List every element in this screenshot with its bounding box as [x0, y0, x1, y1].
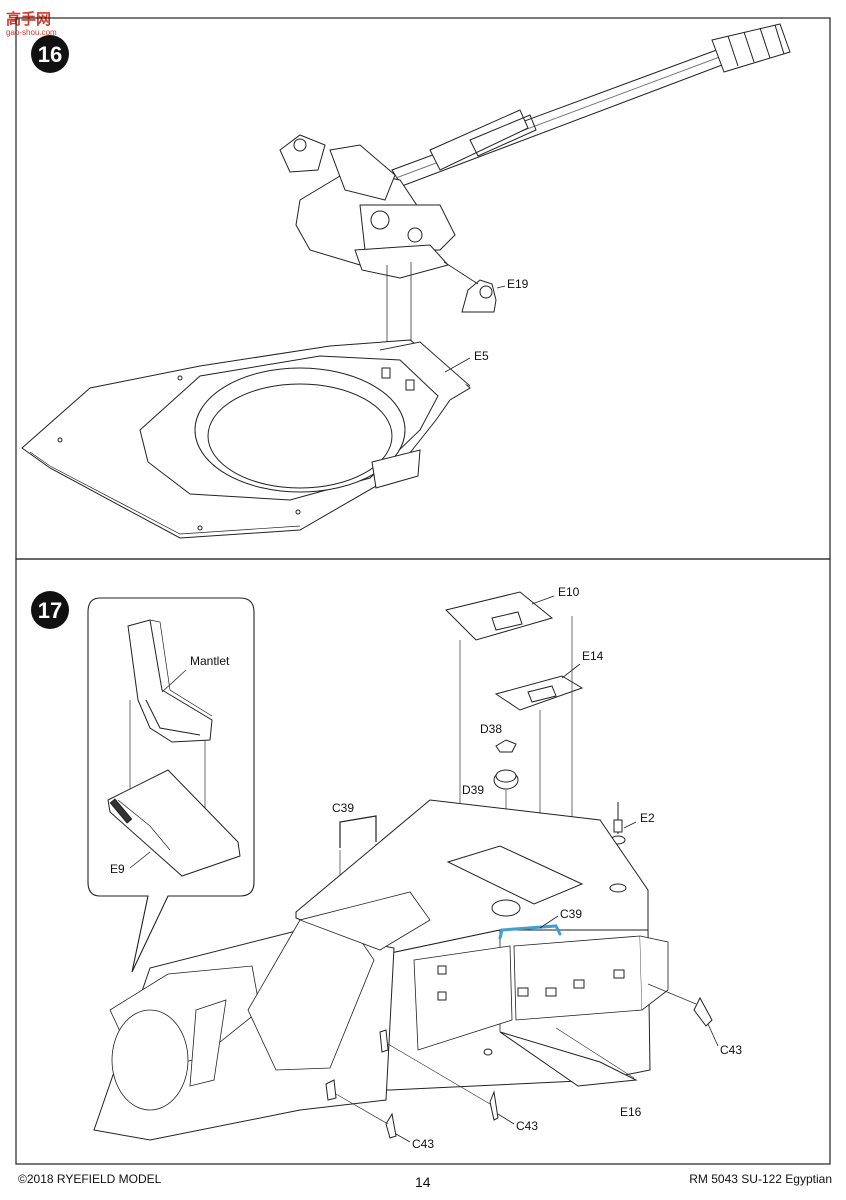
leader-e10 [531, 595, 555, 605]
mantlet-drawing [127, 619, 213, 743]
guide-c43-right [647, 983, 697, 1005]
step-17-number: 17 [38, 598, 62, 623]
part-d39 [493, 769, 519, 790]
label-e10: E10 [558, 585, 580, 599]
leader-c43-bottom [395, 1133, 411, 1143]
step-16-number: 16 [38, 42, 62, 67]
part-e9 [107, 769, 241, 877]
step-17-badge [31, 591, 69, 629]
guide-c43-mid [387, 1043, 491, 1105]
step-17-panel [15, 558, 831, 1165]
footer-copyright: ©2018 RYEFIELD MODEL [18, 1172, 162, 1186]
label-e9: E9 [110, 862, 125, 876]
label-c39-top: C39 [332, 801, 354, 815]
part-c43-bottom [325, 1079, 397, 1139]
leader-c43-mid [497, 1113, 515, 1125]
label-mantlet: Mantlet [190, 654, 230, 668]
part-c39-highlight [498, 924, 562, 940]
label-c43-mid: C43 [516, 1119, 538, 1133]
label-c43-right: C43 [720, 1043, 742, 1057]
label-c39-right: C39 [560, 907, 582, 921]
step-16-badge [31, 35, 69, 73]
superstructure-drawing [93, 799, 669, 1141]
leader-e2 [623, 821, 637, 829]
part-e14 [494, 675, 584, 711]
guide-c43-bottom [335, 1093, 389, 1125]
part-e10 [445, 591, 554, 641]
part-c43-right [693, 996, 713, 1027]
gun-assembly-drawing [279, 23, 791, 279]
part-c39-top [339, 815, 377, 848]
part-d38 [495, 739, 517, 753]
label-e19: E19 [507, 277, 529, 291]
label-d38: D38 [480, 722, 502, 736]
part-e5-floor-plate [21, 339, 471, 539]
page-number: 14 [415, 1174, 431, 1190]
footer-product: RM 5043 SU-122 Egyptian [689, 1172, 832, 1186]
leader-e19 [496, 285, 506, 289]
label-e14: E14 [582, 649, 604, 663]
label-e5: E5 [474, 349, 489, 363]
leader-mantlet [161, 669, 187, 693]
label-d39: D39 [462, 783, 484, 797]
part-c43-mid [379, 1029, 499, 1121]
leader-c39-right [539, 915, 559, 929]
label-c43-bottom: C43 [412, 1137, 434, 1151]
step-16: 16 [21, 23, 791, 539]
watermark-url: gao-shou.com [6, 28, 57, 37]
leader-e14 [561, 663, 581, 679]
step-17: 17 Mantlet E9 E10 E14 [31, 585, 742, 1151]
leader-e9 [129, 851, 151, 869]
leader-c43-right [707, 1023, 719, 1047]
label-e16: E16 [620, 1105, 642, 1119]
part-e2-antenna [610, 802, 626, 845]
guide-e16 [555, 1027, 635, 1079]
watermark-logo: 高手网 [6, 11, 52, 28]
part-e19 [443, 261, 497, 313]
label-e2: E2 [640, 811, 655, 825]
leader-e5 [444, 357, 471, 373]
